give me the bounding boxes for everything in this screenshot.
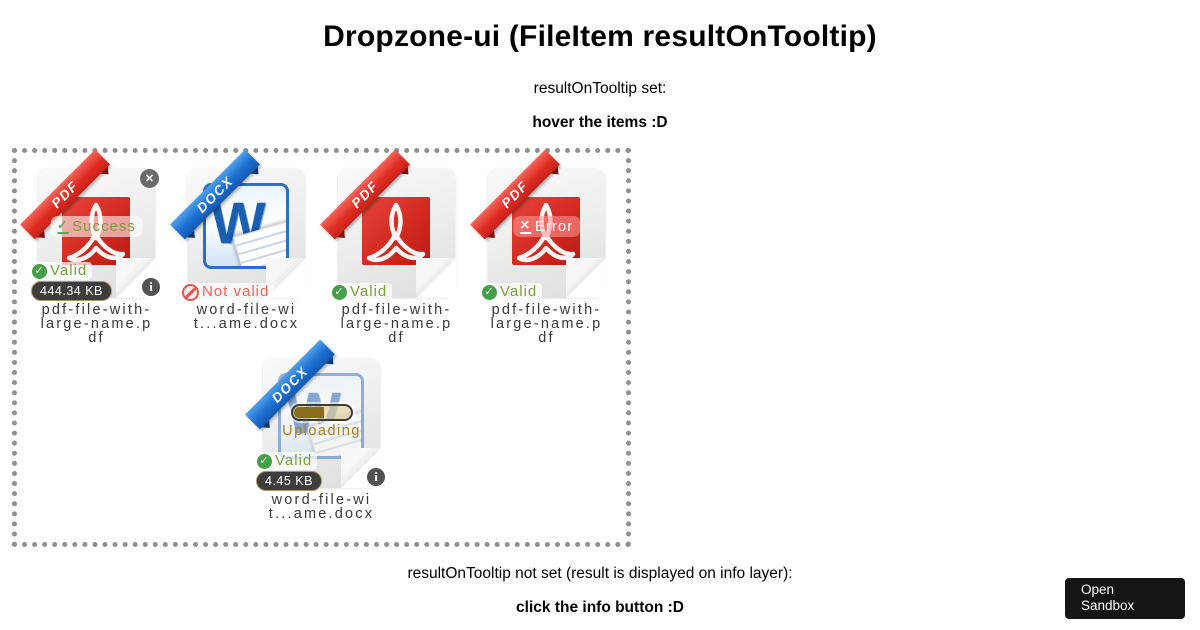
- status-label: Not valid: [202, 283, 270, 300]
- upload-progress-bar: [290, 404, 353, 421]
- status-label: Valid: [275, 452, 313, 469]
- status-badge: ✓Valid: [256, 452, 318, 470]
- status-label: Valid: [350, 283, 388, 300]
- valid-check-icon: ✓: [257, 453, 272, 469]
- upload-progress-fill: [293, 407, 325, 418]
- status-badge: Not valid: [181, 283, 275, 301]
- status-badge: ✓Valid: [481, 283, 543, 301]
- file-name-line: word-file-wi: [271, 492, 372, 508]
- file-size-badge: 4.45 KB: [256, 471, 322, 491]
- status-stack: ✓Valid: [331, 283, 393, 301]
- file-name-line: large-name.p: [40, 316, 153, 332]
- upload-progress: Uploading: [263, 404, 380, 439]
- open-sandbox-button[interactable]: Open Sandbox: [1065, 578, 1185, 619]
- file-name-line: t...ame.docx: [268, 506, 375, 522]
- info-button[interactable]: i: [142, 278, 160, 296]
- adobe-swirl-glyph: [366, 202, 426, 263]
- file-name-line: t...ame.docx: [193, 316, 300, 332]
- file-name-line: df: [88, 330, 105, 346]
- file-card[interactable]: PDF✕Error✓Valid: [470, 149, 606, 301]
- file-name-line: df: [388, 330, 405, 346]
- result-tooltip-text: Success: [72, 218, 136, 235]
- valid-check-icon: ✓: [332, 284, 347, 300]
- open-sandbox-label: Open Sandbox: [1081, 582, 1135, 613]
- file-card[interactable]: PDF✓Valid: [320, 149, 456, 301]
- file-name-line: word-file-wi: [196, 302, 297, 318]
- close-icon: ✕: [144, 173, 155, 185]
- status-stack: ✓Valid: [481, 283, 543, 301]
- status-label: Valid: [50, 262, 88, 279]
- file-name-line: pdf-file-with-: [41, 302, 152, 318]
- valid-check-icon: ✓: [32, 263, 47, 279]
- not-valid-icon: [182, 283, 199, 301]
- file-name-line: large-name.p: [340, 316, 453, 332]
- info-icon: i: [149, 279, 153, 294]
- adobe-swirl-glyph: [516, 202, 576, 263]
- file-size-badge: 444.34 KB: [31, 281, 112, 301]
- status-stack: Not valid: [181, 283, 275, 301]
- success-check-icon: ✓: [57, 218, 69, 234]
- subtitle-resultontooltip-not-set: resultOnTooltip not set (result is displ…: [407, 565, 793, 582]
- page-title: Dropzone-ui (FileItem resultOnTooltip): [323, 20, 877, 53]
- result-tooltip: ✕Error: [512, 216, 581, 237]
- valid-check-icon: ✓: [482, 284, 497, 300]
- error-cross-icon: ✕: [519, 218, 531, 234]
- adobe-swirl-glyph: [66, 202, 126, 263]
- info-icon: i: [374, 469, 378, 484]
- hint-hover-items: hover the items :D: [532, 114, 668, 131]
- status-label: Valid: [500, 283, 538, 300]
- file-name-line: pdf-file-with-: [341, 302, 452, 318]
- subtitle-resultontooltip-set: resultOnTooltip set:: [533, 80, 667, 97]
- uploading-label: Uploading: [282, 423, 361, 439]
- result-tooltip: ✓Success: [50, 216, 143, 237]
- info-button[interactable]: i: [367, 468, 385, 486]
- result-tooltip-text: Error: [534, 218, 574, 235]
- status-badge: ✓Valid: [331, 283, 393, 301]
- status-badge: ✓Valid: [31, 262, 93, 280]
- file-name-line: df: [538, 330, 555, 346]
- file-name-line: pdf-file-with-: [491, 302, 602, 318]
- file-name-line: large-name.p: [490, 316, 603, 332]
- close-button[interactable]: ✕: [140, 169, 159, 188]
- pdf-icon: [362, 197, 430, 265]
- hint-click-info-button: click the info button :D: [516, 599, 684, 616]
